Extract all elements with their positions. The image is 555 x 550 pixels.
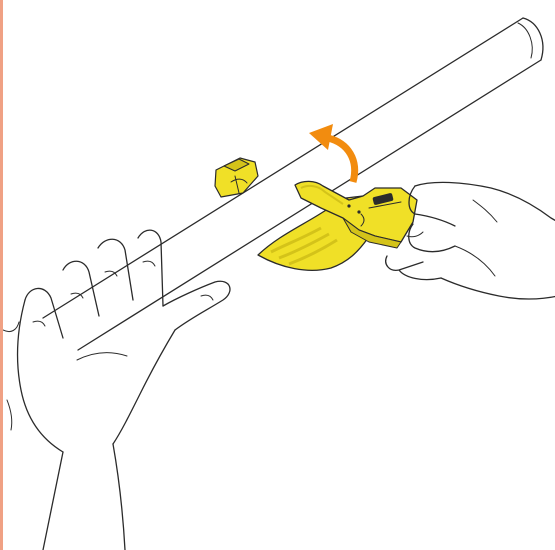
left-hand-icon (3, 230, 230, 550)
mounting-clip (215, 158, 258, 197)
assembly-illustration (3, 0, 555, 550)
yellow-clip-tool-icon (258, 181, 417, 270)
rotate-arrow-icon (309, 124, 355, 182)
